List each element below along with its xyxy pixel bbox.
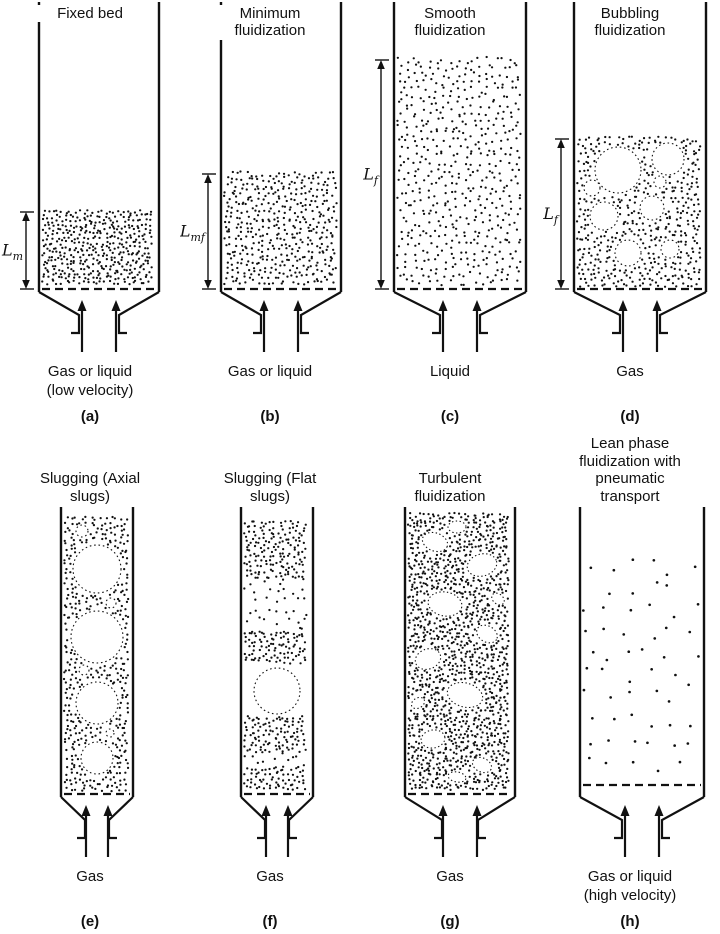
vessel-walls [578, 507, 706, 840]
panel-e-titlebox: Slugging (Axial slugs) [36, 439, 144, 505]
panel-g-title: Turbulent fluidization [414, 470, 486, 505]
panel-g: Turbulent fluidization Gas (g) [360, 439, 540, 930]
vessel-diagram-a: Lm [1, 2, 161, 352]
panel-f-titlebox: Slugging (Flat slugs) [216, 439, 324, 505]
vessel-diagram-c: Lf [362, 2, 528, 352]
inlet-arrow-icons [77, 300, 121, 352]
inlet-line-1: Gas [256, 868, 284, 885]
panel-g-titlebox: Turbulent fluidization [396, 439, 504, 505]
panel-c: Smooth fluidization Lf Liquid (c) [360, 2, 540, 425]
inlet-line-1: Gas [436, 868, 464, 885]
panel-h-titlebox: Lean phase fluidization with pneumatic t… [576, 435, 684, 505]
inlet-line-2: (high velocity) [583, 886, 677, 904]
inlet-line-1: Gas or liquid [587, 868, 673, 885]
panel-b-inlet-label: Gas or liquid [228, 363, 312, 401]
vessel-walls [572, 2, 708, 335]
inlet-line-1: Gas [76, 868, 104, 885]
panel-h-caption: (h) [620, 913, 640, 930]
panel-f-inlet-label: Gas [256, 868, 284, 906]
vessel-walls [392, 2, 528, 335]
inlet-arrow-icons [438, 300, 482, 352]
panel-row-bottom: Slugging (Axial slugs) Gas (e) Slugging … [0, 435, 720, 930]
inlet-arrow-icons [620, 805, 664, 857]
vessel-walls [219, 2, 343, 335]
bed-particles [41, 209, 153, 286]
panel-f-caption: (f) [262, 913, 278, 930]
vessel-walls [403, 507, 517, 840]
panel-c-caption: (c) [440, 408, 460, 425]
panel-f: Slugging (Flat slugs) Gas (f) [180, 439, 360, 930]
panel-b: Minimum fluidization Lmf Gas or liquid (… [180, 2, 360, 425]
bed-particles [223, 170, 338, 286]
vessel-diagram-e [59, 507, 135, 857]
bed-particles [243, 520, 308, 791]
panel-c-inlet-label: Liquid [430, 363, 470, 401]
panel-d: Bubbling fluidization Lf Gas (d) [540, 2, 720, 425]
vessel-diagram-f [239, 507, 315, 857]
panel-e: Slugging (Axial slugs) Gas (e) [0, 439, 180, 930]
inlet-arrow-icons [81, 805, 113, 857]
bed-height-label: Lf [542, 204, 560, 227]
inlet-line-2: (low velocity) [46, 381, 134, 399]
vessel-diagram-g [403, 507, 517, 857]
inlet-line-1: Gas or liquid [227, 363, 313, 380]
bed-particles [62, 515, 130, 793]
bed-height-label: Lm [1, 241, 23, 264]
bed-height-measure: Lm [1, 211, 34, 290]
panel-e-inlet-label: Gas [76, 868, 104, 906]
bed-height-measure: Lf [542, 138, 569, 290]
vessel-walls [37, 2, 161, 335]
panel-e-caption: (e) [80, 913, 100, 930]
inlet-arrow-icons [618, 300, 662, 352]
bubble-voids [583, 142, 685, 267]
panel-a-inlet-label: Gas or liquid (low velocity) [47, 363, 134, 401]
panel-a-caption: (a) [80, 408, 100, 425]
bed-height-measure: Lmf [180, 173, 216, 290]
bed-particles [575, 135, 702, 288]
bed-particles [396, 55, 522, 287]
panel-e-title: Slugging (Axial slugs) [39, 470, 141, 505]
panel-g-caption: (g) [440, 913, 460, 930]
bubble-voids [410, 520, 505, 783]
inlet-line-1: Gas or liquid [47, 363, 133, 380]
panel-h: Lean phase fluidization with pneumatic t… [540, 435, 720, 930]
inlet-arrow-icons [259, 300, 303, 352]
vessel-diagram-d: Lf [542, 2, 708, 352]
panel-f-title: Slugging (Flat slugs) [223, 470, 317, 505]
panel-d-inlet-label: Gas [616, 363, 644, 401]
bed-height-label: Lf [362, 165, 380, 188]
panel-a: Fixed bed Lm Gas or liquid (low velocity… [0, 2, 180, 425]
bubble-voids [253, 667, 301, 715]
vessel-diagram-b: Lmf [180, 2, 343, 352]
inlet-arrow-icons [438, 805, 482, 857]
inlet-line-1: Liquid [429, 363, 471, 380]
panel-b-caption: (b) [260, 408, 280, 425]
panel-d-caption: (d) [620, 408, 640, 425]
panel-g-inlet-label: Gas [436, 868, 464, 906]
bed-height-measure: Lf [362, 59, 389, 290]
panel-h-title: Lean phase fluidization with pneumatic t… [579, 435, 681, 505]
vessel-diagram-h [578, 507, 706, 857]
bed-particles [406, 511, 510, 791]
bed-height-label: Lmf [180, 222, 207, 245]
panel-h-inlet-label: Gas or liquid (high velocity) [584, 868, 677, 906]
inlet-line-1: Gas [616, 363, 644, 380]
bed-particles [582, 558, 700, 773]
panel-row-top: Fixed bed Lm Gas or liquid (low velocity… [0, 2, 720, 425]
inlet-arrow-icons [261, 805, 293, 857]
bubble-voids [70, 524, 124, 775]
